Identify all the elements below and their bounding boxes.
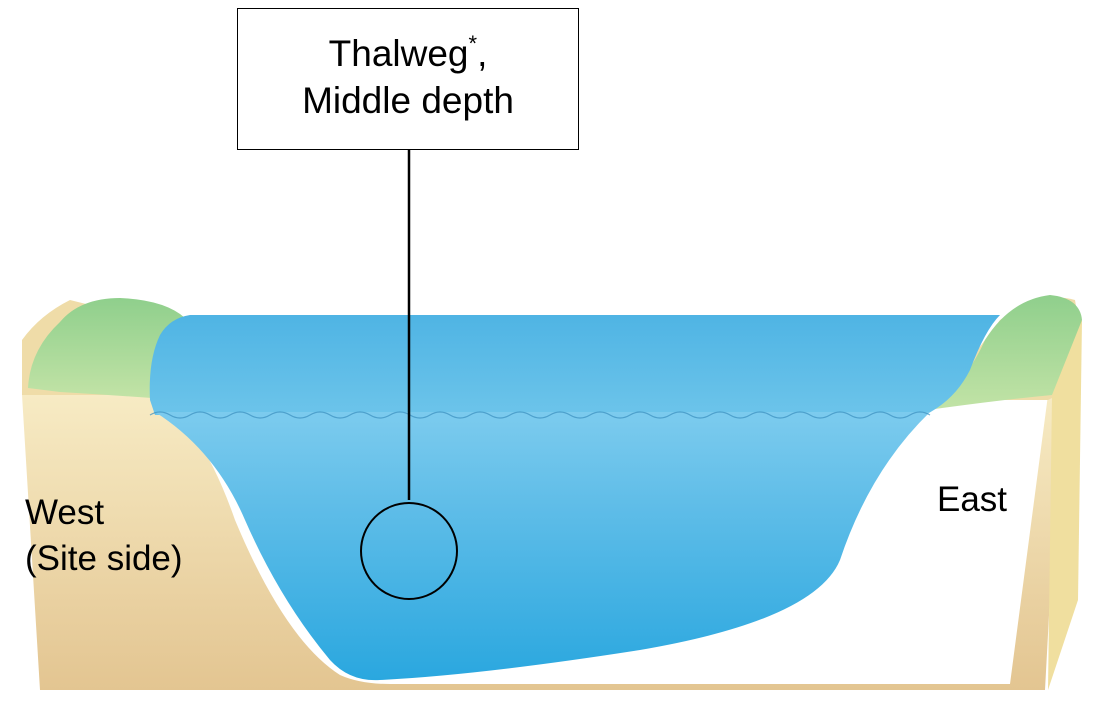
west-label-line-2: (Site side) (25, 539, 183, 578)
west-bank-label: West (Site side) (25, 490, 183, 582)
footnote-marker: * (468, 30, 478, 56)
west-bank-vegetation (28, 298, 186, 398)
sampling-point-circle (360, 502, 458, 600)
callout-title-suffix: , (477, 33, 488, 74)
callout-subtitle: Middle depth (302, 80, 514, 121)
callout-line-1: Thalweg*, (238, 30, 578, 77)
water-body (155, 412, 930, 681)
water-line (149, 411, 931, 419)
thalweg-callout: Thalweg*, Middle depth (237, 8, 579, 150)
east-bank-vegetation (928, 295, 1082, 410)
soil-block (22, 395, 1060, 690)
water-surface (149, 315, 1000, 415)
callout-title: Thalweg (328, 33, 469, 74)
east-bank-label: East (937, 480, 1008, 519)
east-side-face (1048, 320, 1082, 690)
west-label-line-1: West (25, 493, 105, 532)
